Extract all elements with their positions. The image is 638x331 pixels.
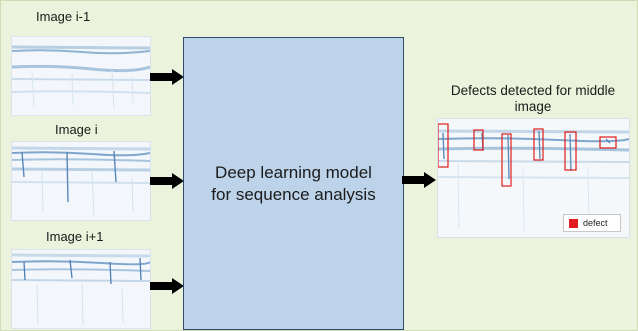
input-image-next (11, 249, 151, 329)
model-label: Deep learning model for sequence analysi… (211, 162, 376, 204)
defect-boxes (438, 123, 617, 187)
output-title: Defects detected for middle image (450, 83, 616, 114)
input-image-prev (11, 36, 151, 116)
arrow-next-to-model (150, 278, 184, 294)
arrow-model-to-output (402, 172, 436, 188)
legend: defect (563, 214, 621, 232)
defect-box (533, 128, 544, 161)
legend-label: defect (583, 218, 608, 228)
input-label-next: Image i+1 (46, 229, 104, 244)
defect-box (501, 133, 512, 187)
arrow-prev-to-model (150, 69, 184, 85)
legend-swatch (569, 218, 578, 228)
defect-box (564, 131, 577, 171)
input-label-current: Image i (55, 122, 98, 137)
input-image-current (11, 141, 151, 221)
arrow-current-to-model (150, 173, 184, 189)
input-label-prev: Image i-1 (36, 9, 91, 24)
defect-box (438, 123, 449, 168)
defect-box (599, 136, 617, 149)
model-box: Deep learning model for sequence analysi… (183, 37, 404, 330)
defect-box (473, 129, 484, 151)
